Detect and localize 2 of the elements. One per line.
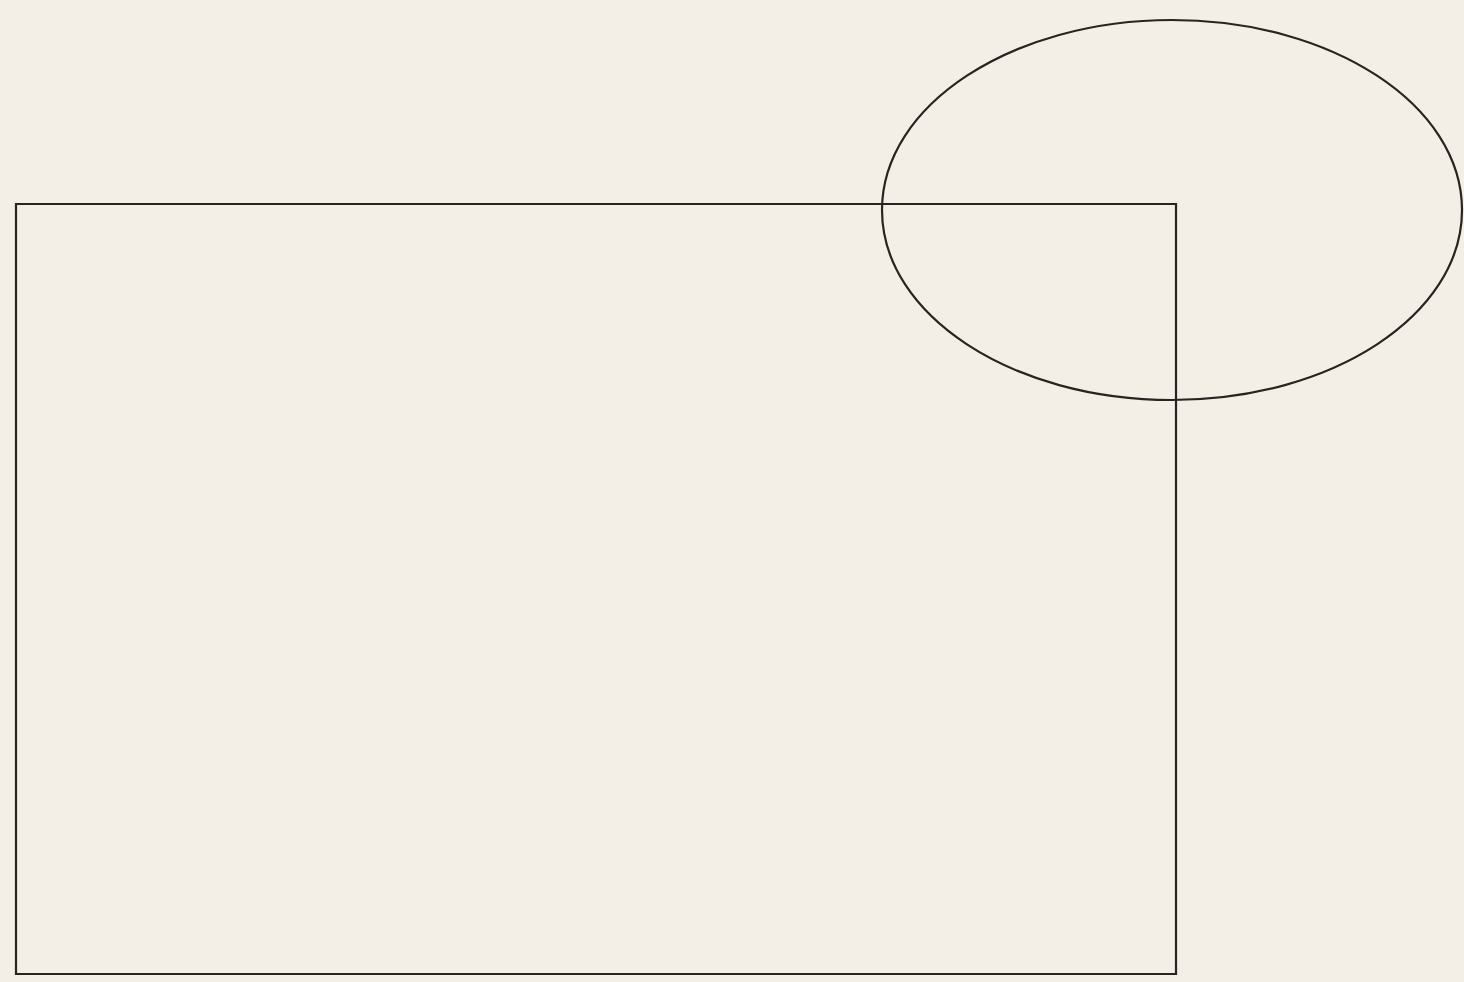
rectangle-box bbox=[14, 202, 1178, 976]
ellipse-shape bbox=[880, 18, 1464, 402]
